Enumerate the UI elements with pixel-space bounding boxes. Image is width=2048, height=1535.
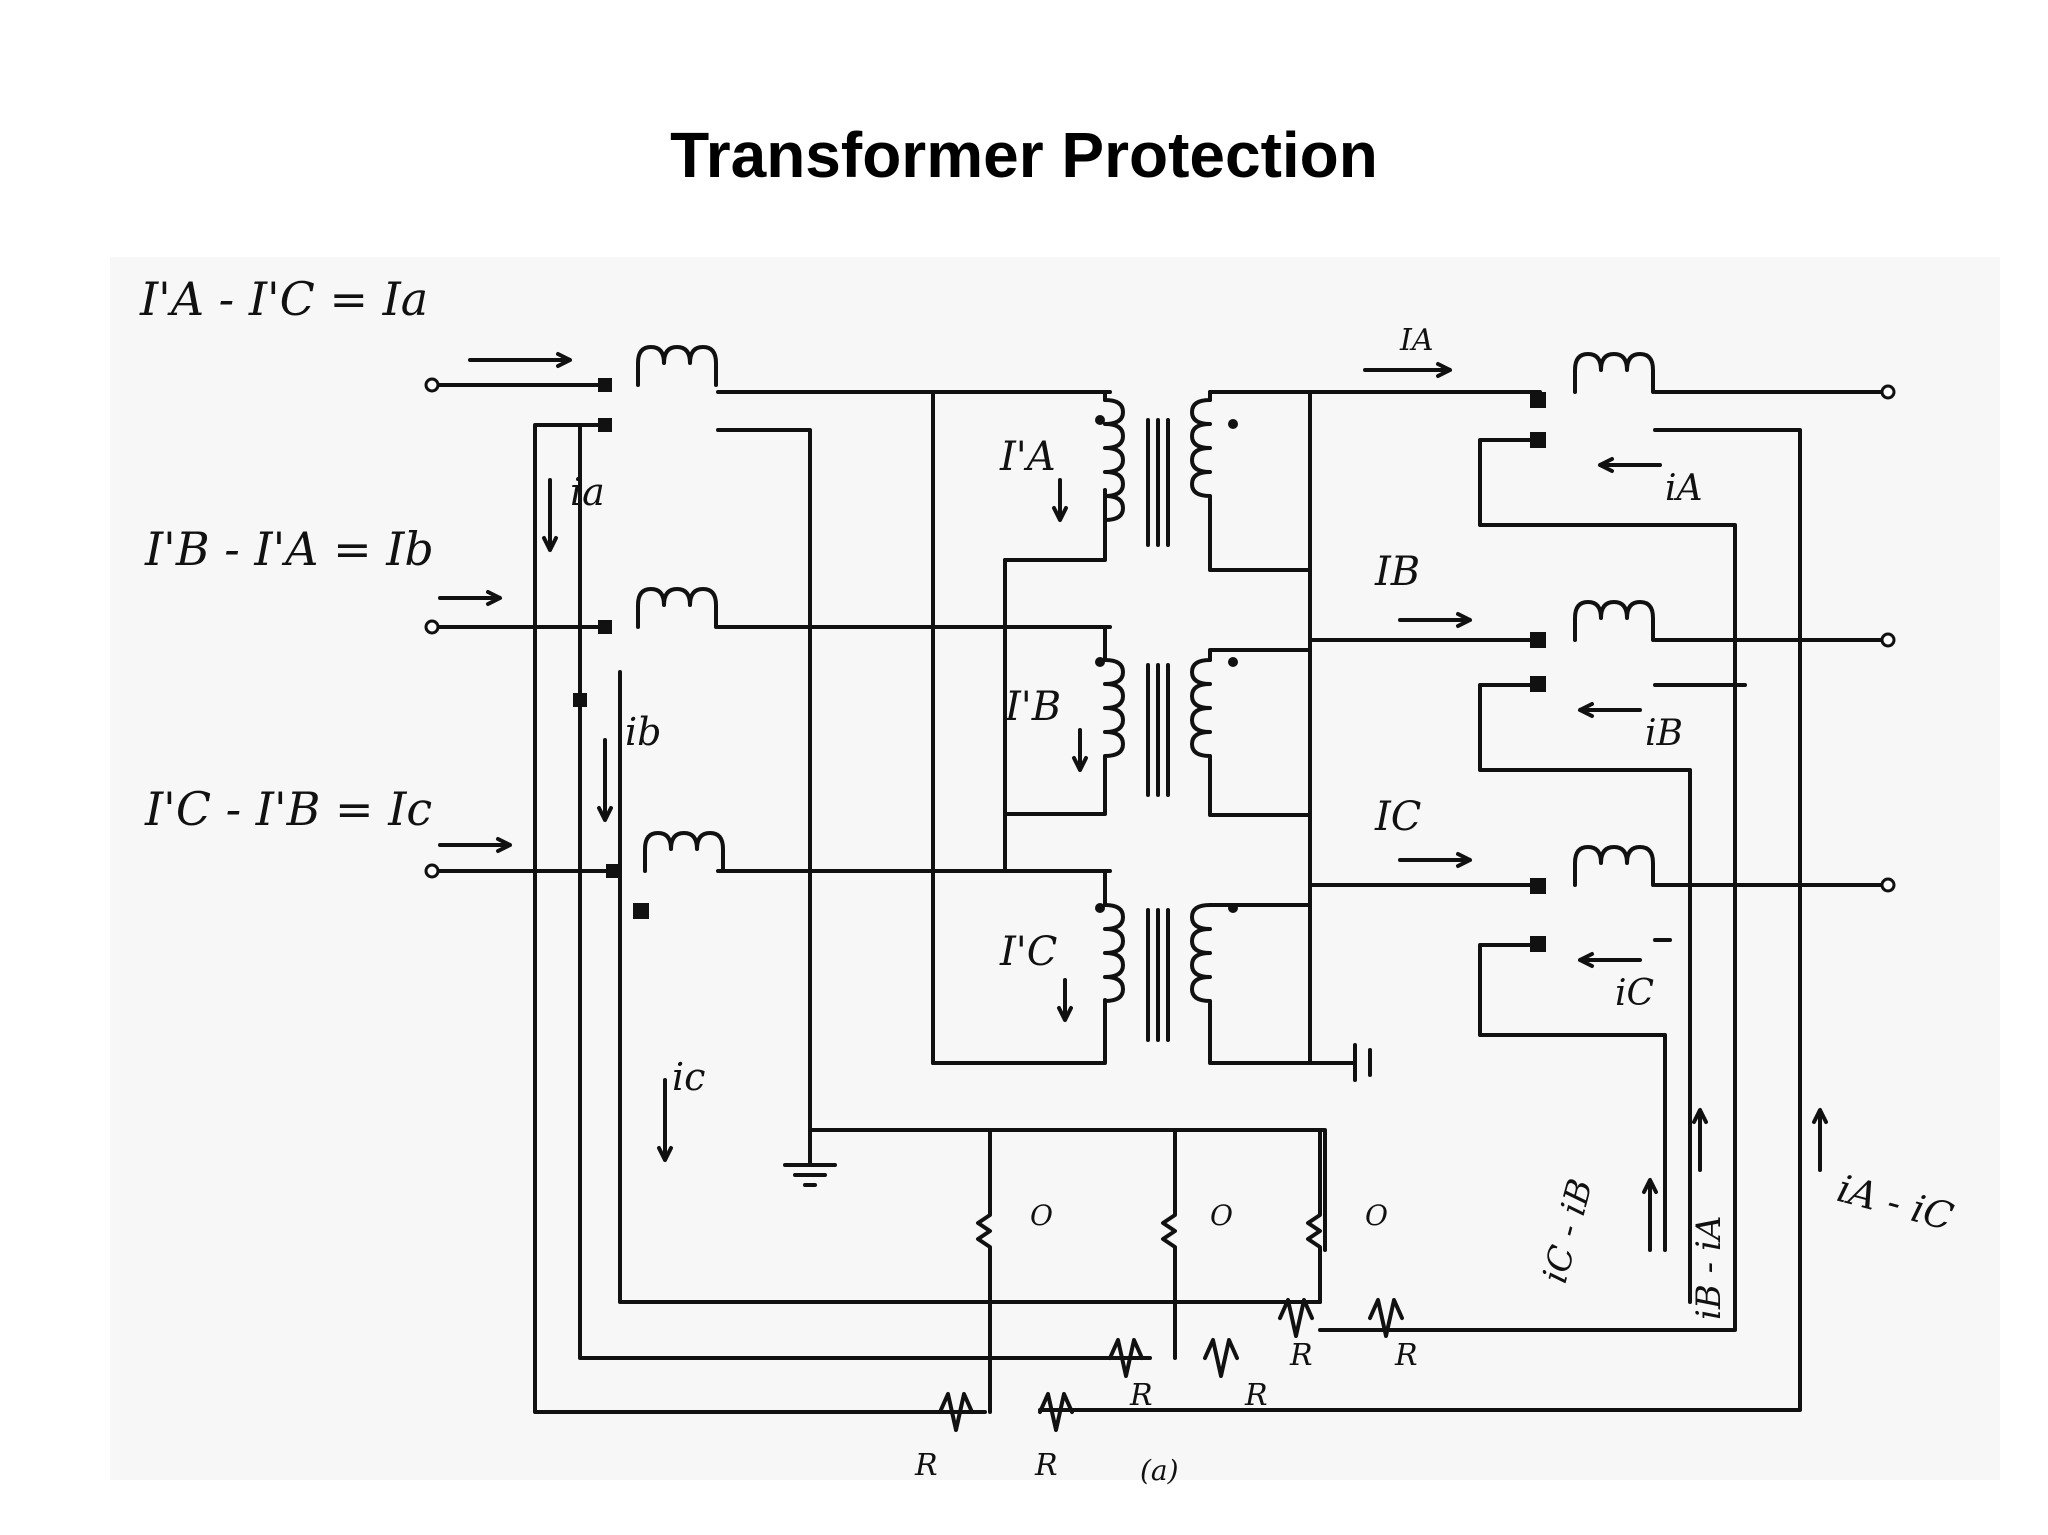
label-ib: ib <box>625 710 661 754</box>
resistor-3 <box>1108 1338 1144 1378</box>
label-IA-right: IA <box>1399 323 1434 358</box>
resistor-5 <box>1278 1298 1314 1338</box>
label-resistor-3: R <box>1129 1378 1153 1413</box>
figure-caption: (a) <box>1140 1454 1179 1487</box>
ground-symbol-right <box>1308 1043 1372 1082</box>
resistor-2 <box>1038 1392 1074 1432</box>
terminal-a-right <box>1880 384 1896 400</box>
ct-coil-b-right <box>1573 600 1655 642</box>
resistor-1 <box>938 1392 974 1432</box>
label-iA-minus-iC: iA - iC <box>1833 1166 1958 1239</box>
label-ia: ia <box>570 470 605 514</box>
ct-coil-c-right <box>1573 845 1655 887</box>
primary-winding-c <box>1103 903 1125 1062</box>
ct-coil-c-left <box>643 831 725 873</box>
label-iC-right: iC <box>1615 973 1654 1014</box>
resistor-4 <box>1203 1338 1239 1378</box>
label-IC-prime: I'C <box>999 929 1057 975</box>
label-iC-minus-iB: iC - iB <box>1535 1175 1601 1288</box>
label-IB-right: IB <box>1374 549 1420 595</box>
terminal-b-left <box>424 619 440 635</box>
label-iB-right: iB <box>1645 713 1683 754</box>
label-resistor-4: R <box>1244 1378 1268 1413</box>
secondary-winding-c <box>1190 903 1312 1065</box>
label-relay-2: O <box>1210 1199 1233 1232</box>
terminal-c-right <box>1880 877 1896 893</box>
core-c <box>1146 908 1170 1042</box>
phase-line-a-left <box>436 383 1112 394</box>
terminal-a-left <box>424 377 440 393</box>
relay-2 <box>1161 1128 1177 1360</box>
label-resistor-1: R <box>914 1448 938 1483</box>
label-resistor-2: R <box>1034 1448 1058 1483</box>
ct-coil-a-left <box>636 345 718 387</box>
equation-c: I'C - I'B = Ic <box>144 782 432 836</box>
ct-coil-b-left <box>636 587 718 629</box>
label-IB-prime: I'B <box>1004 684 1061 730</box>
equation-a: I'A - I'C = Ia <box>139 272 428 326</box>
relay-1 <box>976 1128 992 1414</box>
label-ic: ic <box>672 1055 705 1099</box>
terminal-c-left <box>424 863 440 879</box>
label-IC-right: IC <box>1374 794 1421 840</box>
secondary-winding-b <box>1190 658 1312 817</box>
label-iB-minus-iA: iB - iA <box>1689 1216 1729 1320</box>
equation-b: I'B - I'A = Ib <box>144 522 434 576</box>
ct-coil-a-right <box>1573 352 1655 394</box>
core-a <box>1146 418 1170 547</box>
label-iA-right: iA <box>1665 468 1703 509</box>
primary-winding-a <box>1103 398 1125 557</box>
terminal-b-right <box>1880 632 1896 648</box>
resistor-6 <box>1368 1298 1404 1338</box>
ground-symbol-left <box>783 1128 837 1187</box>
primary-winding-b <box>1103 658 1125 812</box>
relay-3 <box>1306 1128 1322 1304</box>
core-b <box>1146 663 1170 797</box>
label-relay-1: O <box>1030 1199 1053 1232</box>
slide-title: Transformer Protection <box>670 119 1378 191</box>
label-relay-3: O <box>1365 1199 1388 1232</box>
label-resistor-6: R <box>1394 1338 1418 1373</box>
label-resistor-5: R <box>1289 1338 1313 1373</box>
secondary-winding-a <box>1190 398 1312 1065</box>
label-IA-prime: I'A <box>999 434 1056 480</box>
